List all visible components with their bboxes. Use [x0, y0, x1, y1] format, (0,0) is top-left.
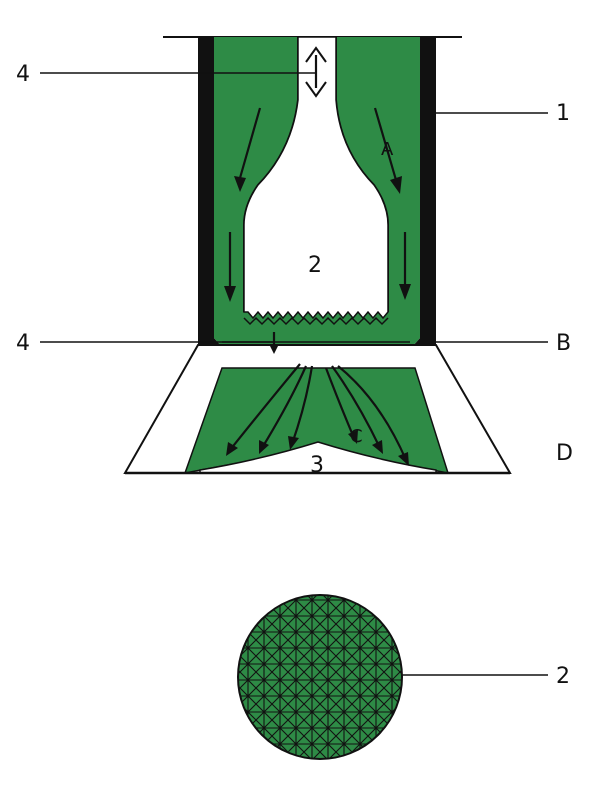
deflector-cone	[199, 441, 437, 474]
mesh-disc	[237, 594, 403, 760]
tube-flow-region	[214, 37, 420, 356]
label-D: D	[556, 441, 573, 466]
core-teeth	[243, 316, 389, 326]
filter-core	[243, 36, 389, 320]
label-4-top: 4	[16, 62, 30, 87]
label-3: 3	[310, 453, 324, 478]
flow-arrows-fan	[226, 363, 409, 466]
gap-double-arrow	[305, 46, 327, 98]
label-1: 1	[556, 101, 570, 126]
label-B: B	[556, 331, 571, 356]
plate-gap-arrow	[270, 332, 278, 354]
label-2-side: 2	[556, 664, 570, 689]
label-4-mid: 4	[16, 331, 30, 356]
label-2-core: 2	[308, 253, 322, 278]
flow-arrows-tube	[224, 107, 411, 302]
label-A: A	[381, 139, 394, 160]
label-C: C	[350, 426, 363, 447]
